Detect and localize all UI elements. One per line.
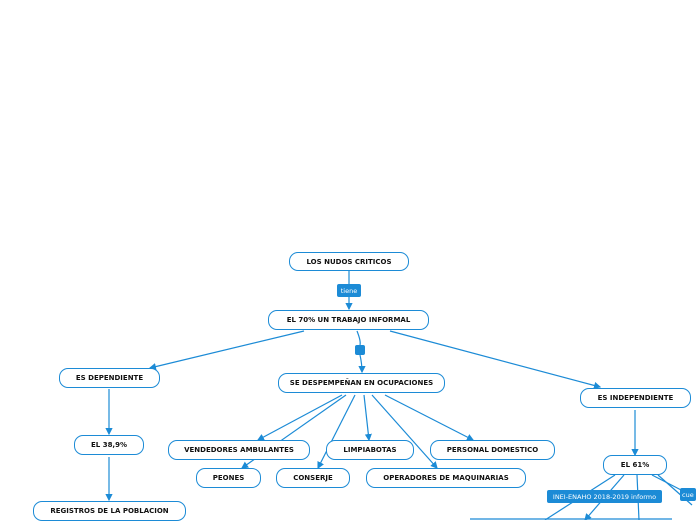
label-tiene[interactable]: tiene — [337, 284, 361, 297]
edge-informal-independiente — [389, 330, 602, 389]
edge-ocup-limpiabotas — [363, 394, 372, 442]
node-ocupaciones[interactable]: SE DESPEMPEÑAN EN OCUPACIONES — [278, 373, 445, 393]
edge-handle-ocupaciones — [358, 354, 366, 374]
edge-informal-dependiente — [148, 330, 305, 371]
node-pct-61[interactable]: EL 61% — [603, 455, 667, 475]
label-cue[interactable]: cue — [680, 488, 696, 501]
node-vendedores[interactable]: VENDEDORES AMBULANTES — [168, 440, 310, 460]
label-inei[interactable]: INEI-ENAHO 2018-2019 informo — [547, 490, 662, 503]
connector-handle[interactable] — [355, 345, 365, 355]
node-independiente[interactable]: ES INDEPENDIENTE — [580, 388, 691, 408]
node-registros[interactable]: REGISTROS DE LA POBLACION — [33, 501, 186, 521]
edge-ocup-operadores — [371, 394, 438, 469]
node-personal-domestico[interactable]: PERSONAL DOMESTICO — [430, 440, 555, 460]
node-operadores[interactable]: OPERADORES DE MAQUINARIAS — [366, 468, 526, 488]
node-limpiabotas[interactable]: LIMPIABOTAS — [326, 440, 414, 460]
node-peones[interactable]: PEONES — [196, 468, 261, 488]
node-informal[interactable]: EL 70% UN TRABAJO INFORMAL — [268, 310, 429, 330]
node-pct-38-9[interactable]: EL 38,9% — [74, 435, 144, 455]
node-dependiente[interactable]: ES DEPENDIENTE — [59, 368, 160, 388]
edge-ocup-conserje — [317, 394, 356, 470]
node-conserje[interactable]: CONSERJE — [276, 468, 350, 488]
node-root[interactable]: LOS NUDOS CRITICOS — [289, 252, 409, 271]
edge-ocup-vendedores — [256, 394, 343, 441]
edge-ocup-domestico — [384, 394, 475, 441]
edge-informal-ocupaciones — [356, 330, 361, 346]
